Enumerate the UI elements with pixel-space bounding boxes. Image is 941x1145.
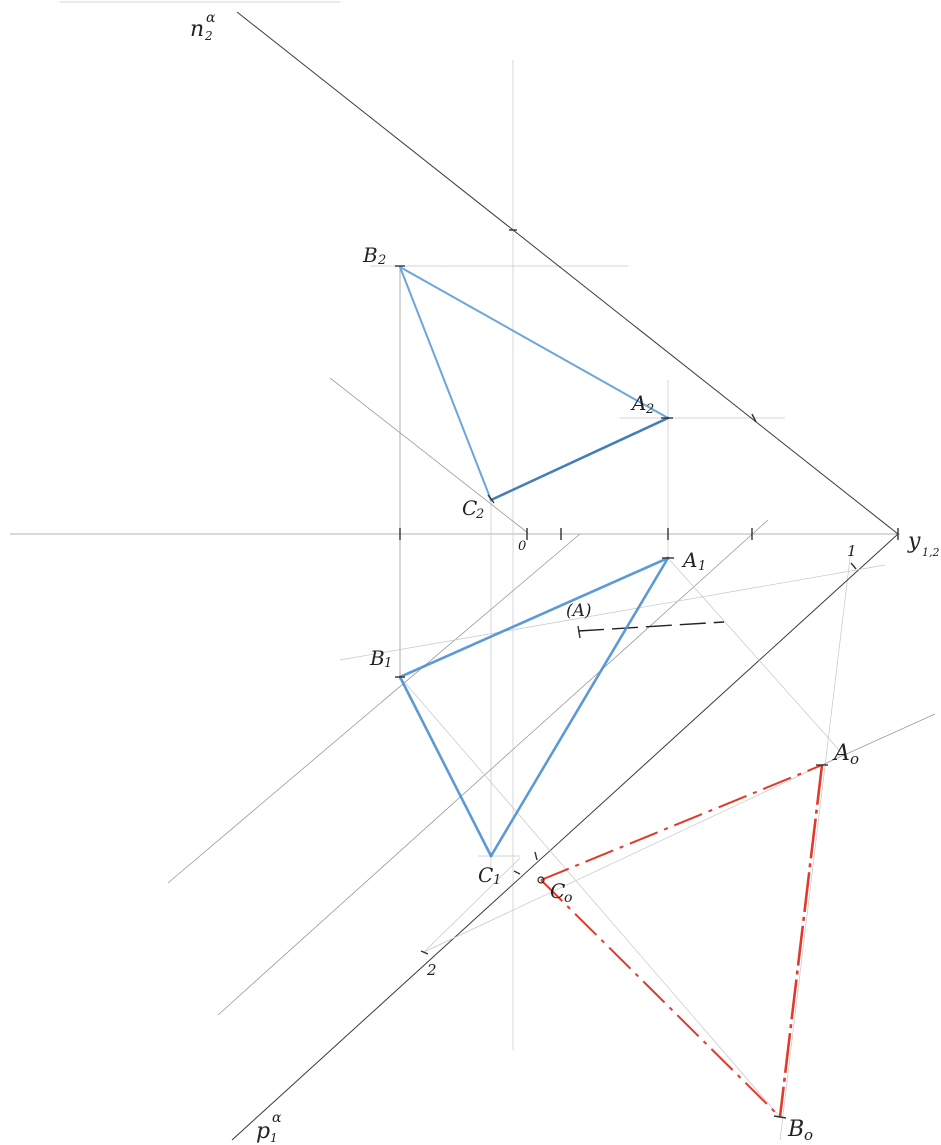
edge-B1-A1 <box>398 556 670 679</box>
label-C2: C 2 <box>462 496 484 522</box>
parallel-line-C2 <box>329 377 529 534</box>
line-B1-B0 <box>399 676 781 1118</box>
svg-text:2: 2 <box>377 253 386 268</box>
svg-text:A: A <box>681 548 697 572</box>
svg-text:n: n <box>190 17 204 42</box>
tick-2 <box>420 950 429 955</box>
label-A1: A 1 <box>681 548 706 574</box>
label-origin: 0 <box>518 539 526 554</box>
svg-text:B: B <box>369 646 385 670</box>
label-B1: B 1 <box>369 646 392 671</box>
edge-B2-A2 <box>399 266 669 419</box>
svg-text:C: C <box>550 879 565 903</box>
edge-B1-C1 <box>398 675 493 858</box>
line-B1-extension <box>339 564 886 661</box>
svg-text:A: A <box>630 391 646 415</box>
tick-A-rot <box>577 625 581 639</box>
vertical-line-1 <box>779 549 852 1141</box>
label-A0: A o <box>832 741 859 768</box>
svg-text:α: α <box>272 1110 282 1126</box>
svg-text:o: o <box>850 750 859 768</box>
tick-C1 <box>534 851 538 861</box>
label-A2: A 2 <box>630 391 654 417</box>
svg-text:B: B <box>787 1117 804 1142</box>
dashed-rotation-A <box>577 621 725 632</box>
svg-text:A: A <box>832 741 850 766</box>
svg-text:C: C <box>462 496 477 520</box>
label-B2: B 2 <box>362 243 386 268</box>
svg-text:o: o <box>804 1126 813 1144</box>
label-n2-alpha: n 2 α <box>190 10 216 43</box>
svg-text:C: C <box>478 863 493 887</box>
svg-text:1: 1 <box>493 873 501 888</box>
label-A-rotated: (A) <box>566 601 592 621</box>
tick-n2-a <box>751 413 757 423</box>
svg-text:2: 2 <box>475 507 484 522</box>
label-C1: C 1 <box>478 863 501 888</box>
svg-text:y: y <box>907 529 921 554</box>
tick-C1-b <box>513 870 521 875</box>
svg-text:1: 1 <box>698 559 706 574</box>
edge-C0-B0 <box>540 879 781 1118</box>
svg-text:2: 2 <box>645 402 654 417</box>
label-point-2: 2 <box>426 961 437 979</box>
edge-A1-C1 <box>489 556 670 858</box>
label-C0: C o <box>550 879 572 906</box>
svg-text:1,2: 1,2 <box>922 546 940 559</box>
tick-1 <box>850 562 857 570</box>
parallel-line-1 <box>167 533 581 884</box>
trace-p1 <box>231 533 899 1141</box>
svg-text:2: 2 <box>204 29 213 43</box>
rotation-line-A <box>667 557 849 761</box>
line-2-C1 <box>423 857 521 953</box>
label-B0: B o <box>787 1117 813 1144</box>
parallel-line-2 <box>217 519 769 1016</box>
edge-A2-C2 <box>489 416 670 502</box>
line-A0-extension <box>821 713 936 766</box>
point-B0-mark <box>773 1115 787 1119</box>
edge-C0-A0 <box>540 764 823 881</box>
svg-text:1: 1 <box>270 1131 278 1145</box>
svg-text:B: B <box>362 243 378 267</box>
label-point-1: 1 <box>847 542 857 560</box>
svg-text:1: 1 <box>384 656 392 671</box>
point-C2-mark <box>487 494 495 504</box>
label-p1-alpha: p 1 α <box>256 1110 282 1145</box>
edge-B2-C2 <box>399 266 492 501</box>
svg-text:α: α <box>206 10 216 26</box>
label-axis-y12: y 1,2 <box>907 529 940 559</box>
line-2-A0 <box>423 764 823 953</box>
svg-text:o: o <box>564 890 572 906</box>
point-C0-mark <box>537 876 545 884</box>
edge-A0-B0 <box>778 764 824 1118</box>
svg-text:p: p <box>256 1119 270 1144</box>
trace-n2 <box>236 11 899 535</box>
